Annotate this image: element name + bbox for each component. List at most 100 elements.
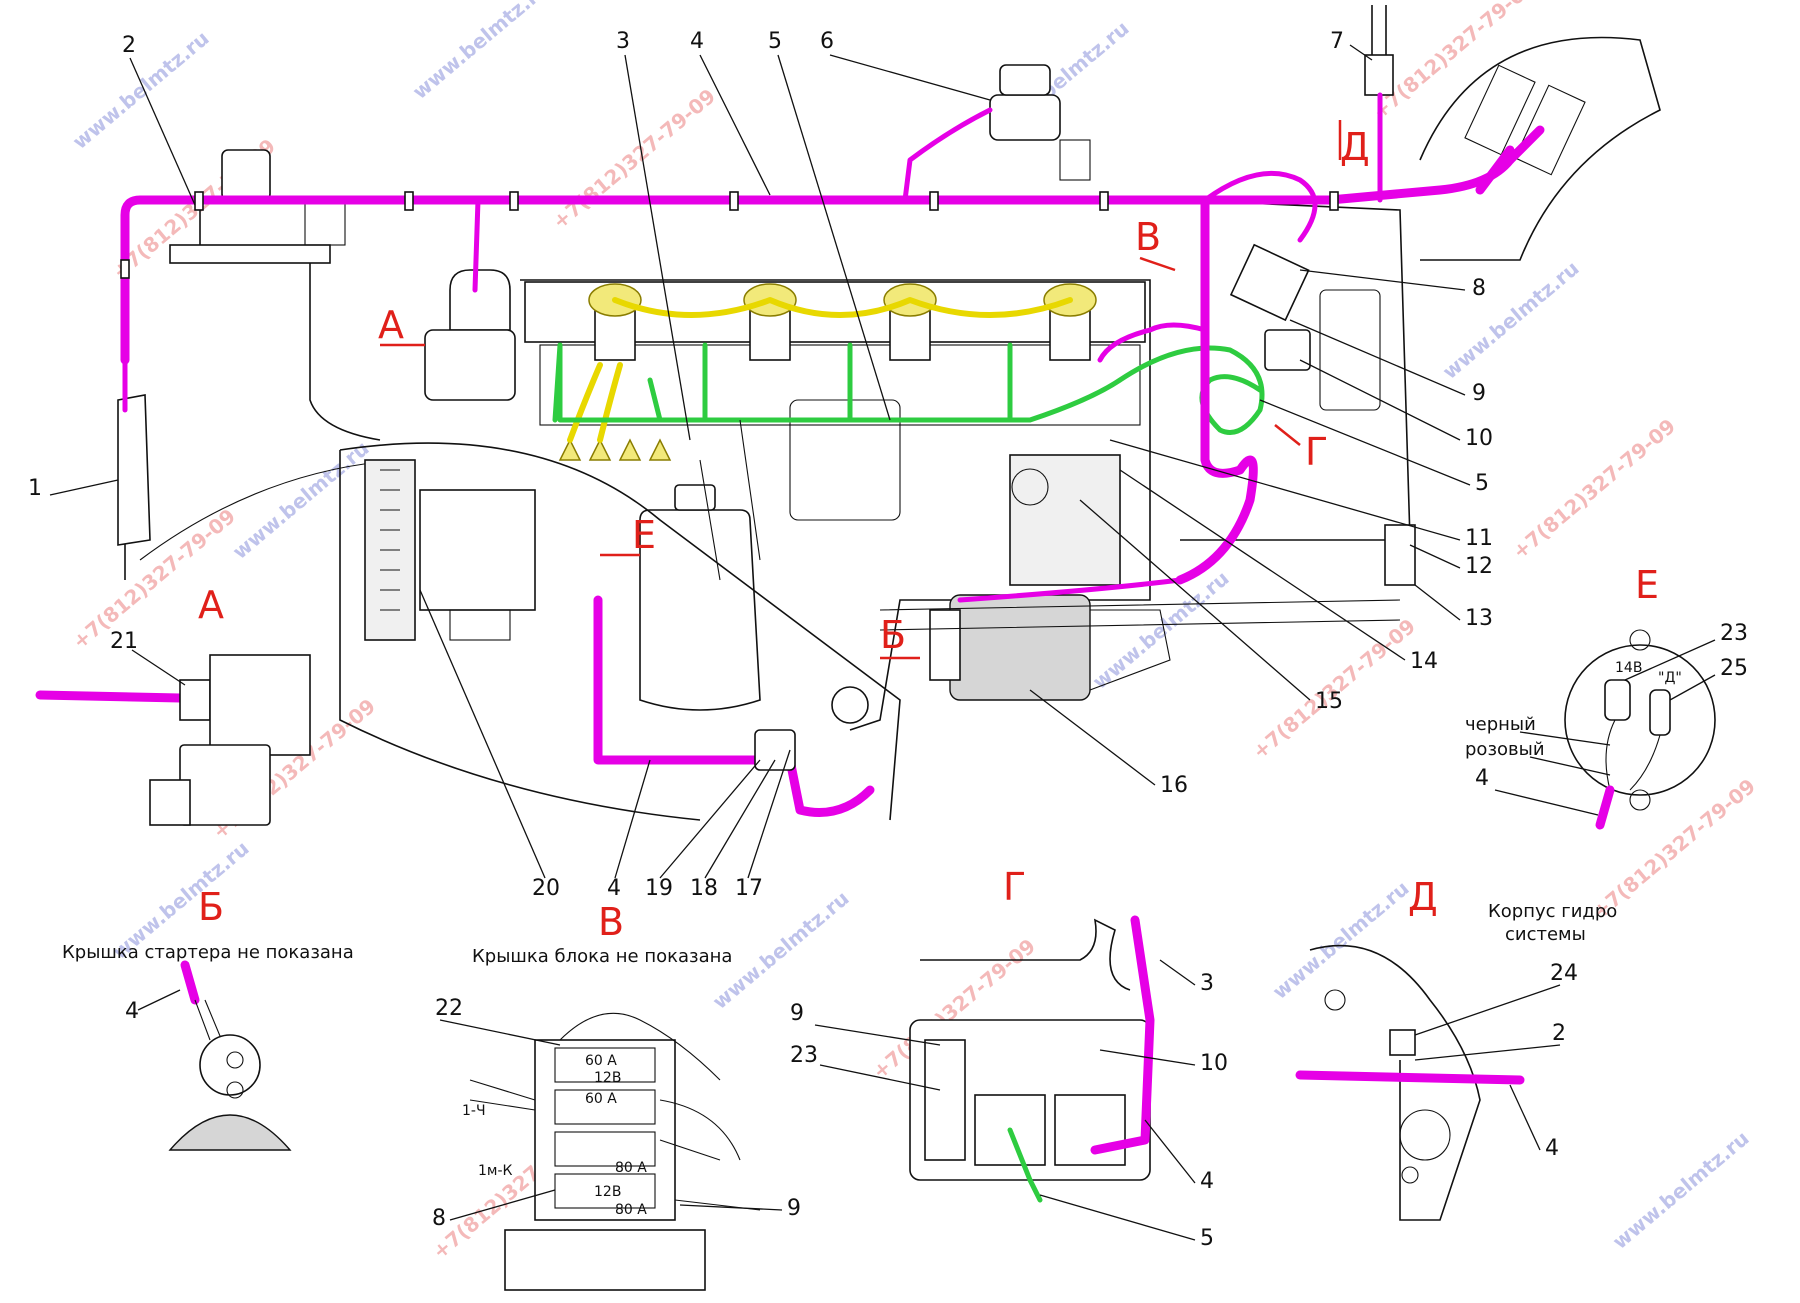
fuse-80a-1 bbox=[554, 1131, 656, 1167]
callout-4: 4 bbox=[690, 29, 704, 54]
ground-wire-drops bbox=[552, 342, 1013, 423]
oil-filter-cap bbox=[674, 484, 716, 511]
detail-d-clamp bbox=[1389, 1029, 1416, 1056]
detail-a-housing bbox=[179, 744, 271, 826]
intake-body bbox=[424, 329, 516, 401]
callout-g4: 4 bbox=[1200, 1169, 1214, 1194]
leader bbox=[449, 1189, 556, 1221]
leader bbox=[1624, 639, 1716, 681]
watermark-site: www.belmtz.ru bbox=[1268, 876, 1414, 1004]
detail-d-harness bbox=[1295, 1070, 1525, 1085]
detail-view-b: Б Крышка стартера не показана 4 bbox=[62, 885, 354, 1151]
rear-plate bbox=[1319, 289, 1381, 411]
label-12v-2: 12В bbox=[594, 1184, 621, 1200]
leader bbox=[1349, 44, 1373, 61]
oil-sensor bbox=[831, 686, 869, 724]
view-label-d: Д bbox=[1340, 125, 1370, 169]
harness-clamps bbox=[120, 191, 1339, 279]
relay-slots bbox=[380, 469, 400, 611]
detail-v-top-wire bbox=[559, 1012, 721, 1081]
view-title-v: В bbox=[598, 900, 624, 944]
leader bbox=[1414, 584, 1461, 621]
caption-e-black: черный bbox=[1465, 714, 1536, 735]
detail-e-mount-bottom bbox=[1629, 789, 1651, 811]
view-label-a: А bbox=[378, 303, 404, 347]
callout-v22: 22 bbox=[435, 996, 463, 1021]
watermark-phone: +7(812)327-79-09 bbox=[1508, 414, 1680, 564]
leader bbox=[49, 479, 119, 496]
starter-solenoid-terminals bbox=[929, 609, 961, 681]
detail-a-harness bbox=[35, 690, 185, 703]
detail-e-wires bbox=[1605, 719, 1661, 791]
detail-g-ground bbox=[1007, 1127, 1043, 1203]
main-callouts: 1 2 3 4 5 6 7 8 9 10 5 11 12 13 14 15 16… bbox=[28, 29, 1493, 901]
glow-plug-bus bbox=[612, 297, 1073, 318]
detail-d-bolt-1 bbox=[1324, 989, 1346, 1011]
detail-view-e: Е 14В "Д" черный розовый 23 25 4 bbox=[1465, 563, 1748, 830]
label-d: "Д" bbox=[1658, 670, 1682, 686]
callout-8: 8 bbox=[1472, 276, 1486, 301]
part-7-connector bbox=[1364, 54, 1394, 96]
starter-nose bbox=[1089, 609, 1171, 691]
fuse-60a-1 bbox=[554, 1047, 656, 1083]
leader bbox=[829, 54, 991, 101]
glow-plug-tips bbox=[558, 438, 672, 461]
watermark-phone: +7(812)327-79-09 bbox=[68, 504, 240, 654]
caption-e-pink: розовый bbox=[1465, 739, 1545, 760]
callout-e25: 25 bbox=[1720, 656, 1748, 681]
leader bbox=[624, 54, 691, 441]
leader bbox=[137, 989, 181, 1011]
injector-4 bbox=[1049, 309, 1091, 361]
fuse-60a-2 bbox=[554, 1089, 656, 1125]
leader bbox=[439, 1019, 561, 1046]
part-7-wire bbox=[1371, 5, 1387, 55]
controller-base bbox=[449, 609, 511, 641]
leader bbox=[1669, 674, 1716, 701]
label-1ch: 1-Ч bbox=[462, 1103, 486, 1119]
leader bbox=[1144, 1119, 1196, 1184]
leader bbox=[1039, 1194, 1196, 1241]
view-label-b: Б bbox=[880, 613, 906, 657]
bolt bbox=[1011, 468, 1049, 506]
label-80a-1: 80 А bbox=[615, 1160, 647, 1176]
injector-3 bbox=[889, 309, 931, 361]
label-60a-2: 60 А bbox=[585, 1091, 617, 1107]
caption-d-line2: системы bbox=[1505, 924, 1586, 945]
part-6-sensor bbox=[989, 94, 1061, 141]
frame-rail bbox=[879, 599, 1401, 631]
harness-lower-branch bbox=[593, 595, 875, 817]
view-arrow-g bbox=[1274, 424, 1301, 446]
callout-14: 14 bbox=[1410, 649, 1438, 674]
view-arrows: А Е Б В Г Д bbox=[378, 120, 1370, 660]
detail-g-harness bbox=[1090, 915, 1155, 1155]
detail-b-harness bbox=[180, 960, 200, 1005]
leader bbox=[1509, 1084, 1541, 1151]
leader bbox=[704, 759, 776, 879]
leader bbox=[699, 54, 771, 196]
detail-v-wires bbox=[469, 1079, 761, 1211]
detail-a-bolt bbox=[149, 779, 191, 826]
callout-7: 7 bbox=[1330, 29, 1344, 54]
harness-to-sensor-6 bbox=[902, 107, 993, 203]
clamp bbox=[120, 259, 130, 279]
detail-v-fuse-box bbox=[534, 1039, 676, 1221]
detail-view-v: В Крышка блока не показана 60 А 12В 60 А… bbox=[432, 900, 801, 1291]
label-80a-2: 80 А bbox=[615, 1202, 647, 1218]
callout-10: 10 bbox=[1465, 426, 1493, 451]
leader bbox=[1529, 756, 1611, 776]
leader bbox=[819, 1064, 941, 1091]
cab-connector-2 bbox=[1514, 84, 1586, 176]
view-title-a: А bbox=[198, 583, 224, 627]
caption-v-note: Крышка блока не показана bbox=[472, 946, 732, 967]
detail-a-block bbox=[209, 654, 311, 756]
leader bbox=[131, 649, 186, 686]
callout-19: 19 bbox=[645, 876, 673, 901]
callout-18: 18 bbox=[690, 876, 718, 901]
view-label-e: Е bbox=[632, 513, 656, 557]
callout-5b: 5 bbox=[1475, 471, 1489, 496]
leader bbox=[1414, 984, 1561, 1036]
callout-13: 13 bbox=[1465, 606, 1493, 631]
part-12-13-clamp bbox=[1384, 524, 1416, 586]
leader bbox=[1299, 359, 1461, 441]
